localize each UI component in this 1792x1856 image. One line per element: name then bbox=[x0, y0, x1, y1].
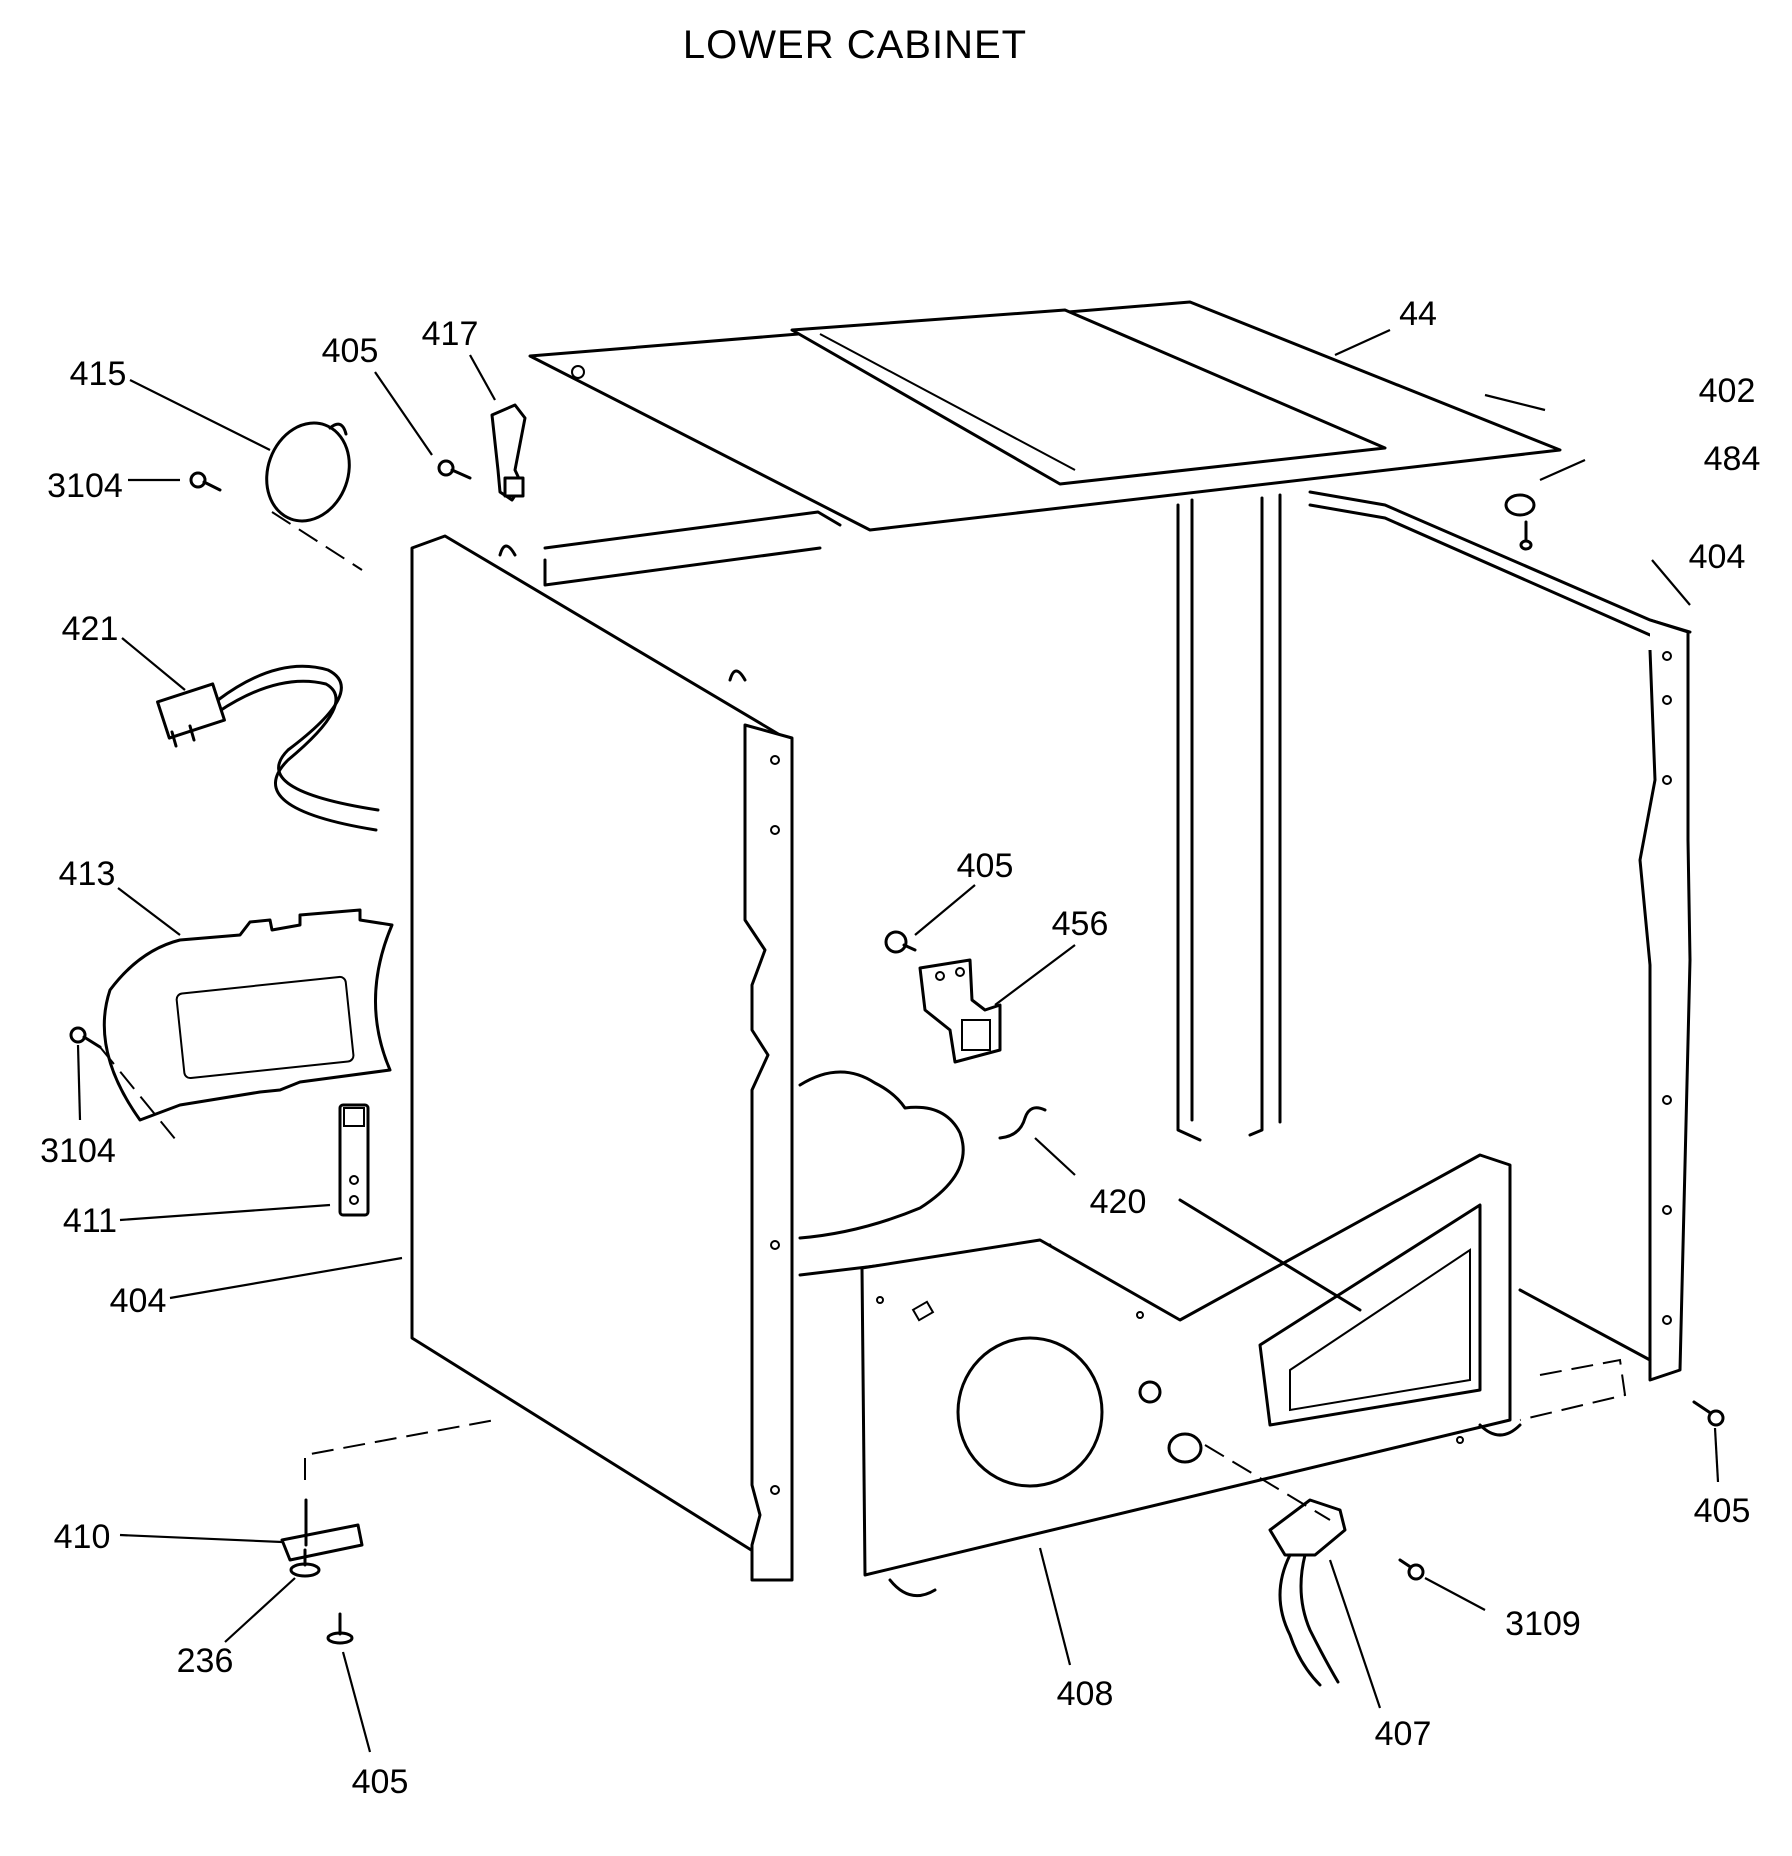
part-420-clip bbox=[998, 1106, 1047, 1140]
screw-405-bottom bbox=[326, 1612, 354, 1645]
callout-417: 417 bbox=[422, 315, 479, 353]
part-456-bracket bbox=[918, 958, 1002, 1064]
callout-411: 411 bbox=[63, 1202, 117, 1240]
back-frame bbox=[543, 493, 1282, 1142]
top-panel-part-44 bbox=[528, 300, 1562, 532]
callout-44: 44 bbox=[1399, 295, 1437, 333]
lower-right-rails bbox=[1178, 1198, 1652, 1421]
right-side-panel-part-404 bbox=[1308, 490, 1692, 1382]
callout-420: 420 bbox=[1090, 1183, 1147, 1221]
part-236-foot bbox=[289, 1548, 321, 1578]
callout-405-top: 405 bbox=[322, 332, 379, 370]
part-407-door-switch bbox=[1268, 1498, 1347, 1687]
callout-484: 484 bbox=[1704, 440, 1761, 478]
callout-415: 415 bbox=[70, 355, 127, 393]
callout-405-center: 405 bbox=[957, 847, 1014, 885]
left-side-panel-part-404 bbox=[410, 534, 794, 1582]
part-402-knob bbox=[1504, 493, 1536, 517]
callout-413: 413 bbox=[59, 855, 116, 893]
screw-405-right bbox=[1692, 1400, 1725, 1427]
callout-3104-top: 3104 bbox=[47, 467, 123, 505]
callout-456: 456 bbox=[1052, 905, 1109, 943]
part-413-access-panel bbox=[102, 908, 394, 1122]
callout-labels: 44 402 484 404 415 3104 405 417 421 413 … bbox=[40, 295, 1760, 1801]
front-bulkhead-part-408 bbox=[860, 1153, 1522, 1598]
callout-402: 402 bbox=[1699, 372, 1756, 410]
callout-405-right: 405 bbox=[1694, 1492, 1751, 1530]
callout-3104-bottom: 3104 bbox=[40, 1132, 116, 1170]
callout-421: 421 bbox=[62, 610, 119, 648]
callout-3109: 3109 bbox=[1505, 1605, 1581, 1643]
screw-3104-bottom bbox=[69, 1026, 181, 1146]
part-415-cover bbox=[265, 421, 363, 571]
leader-lines bbox=[76, 328, 1720, 1753]
screw-405-top bbox=[437, 459, 472, 480]
part-417-bracket bbox=[490, 403, 527, 502]
callout-405-bottom: 405 bbox=[352, 1763, 409, 1801]
callout-404-right: 404 bbox=[1689, 538, 1746, 576]
part-410-leveling-bracket bbox=[280, 1419, 496, 1562]
callout-408: 408 bbox=[1057, 1675, 1114, 1713]
diagram-title: LOWER CABINET bbox=[683, 23, 1027, 67]
callout-410: 410 bbox=[54, 1518, 111, 1556]
part-411-bracket bbox=[338, 1103, 370, 1217]
screw-405-center bbox=[884, 930, 917, 954]
part-421-power-cord bbox=[156, 664, 380, 832]
screw-3104-top bbox=[189, 471, 222, 492]
screw-3109 bbox=[1204, 1444, 1425, 1581]
callout-407: 407 bbox=[1375, 1715, 1432, 1753]
callout-236: 236 bbox=[177, 1642, 234, 1680]
part-484-screw bbox=[1519, 520, 1533, 551]
callout-404-left: 404 bbox=[110, 1282, 167, 1320]
